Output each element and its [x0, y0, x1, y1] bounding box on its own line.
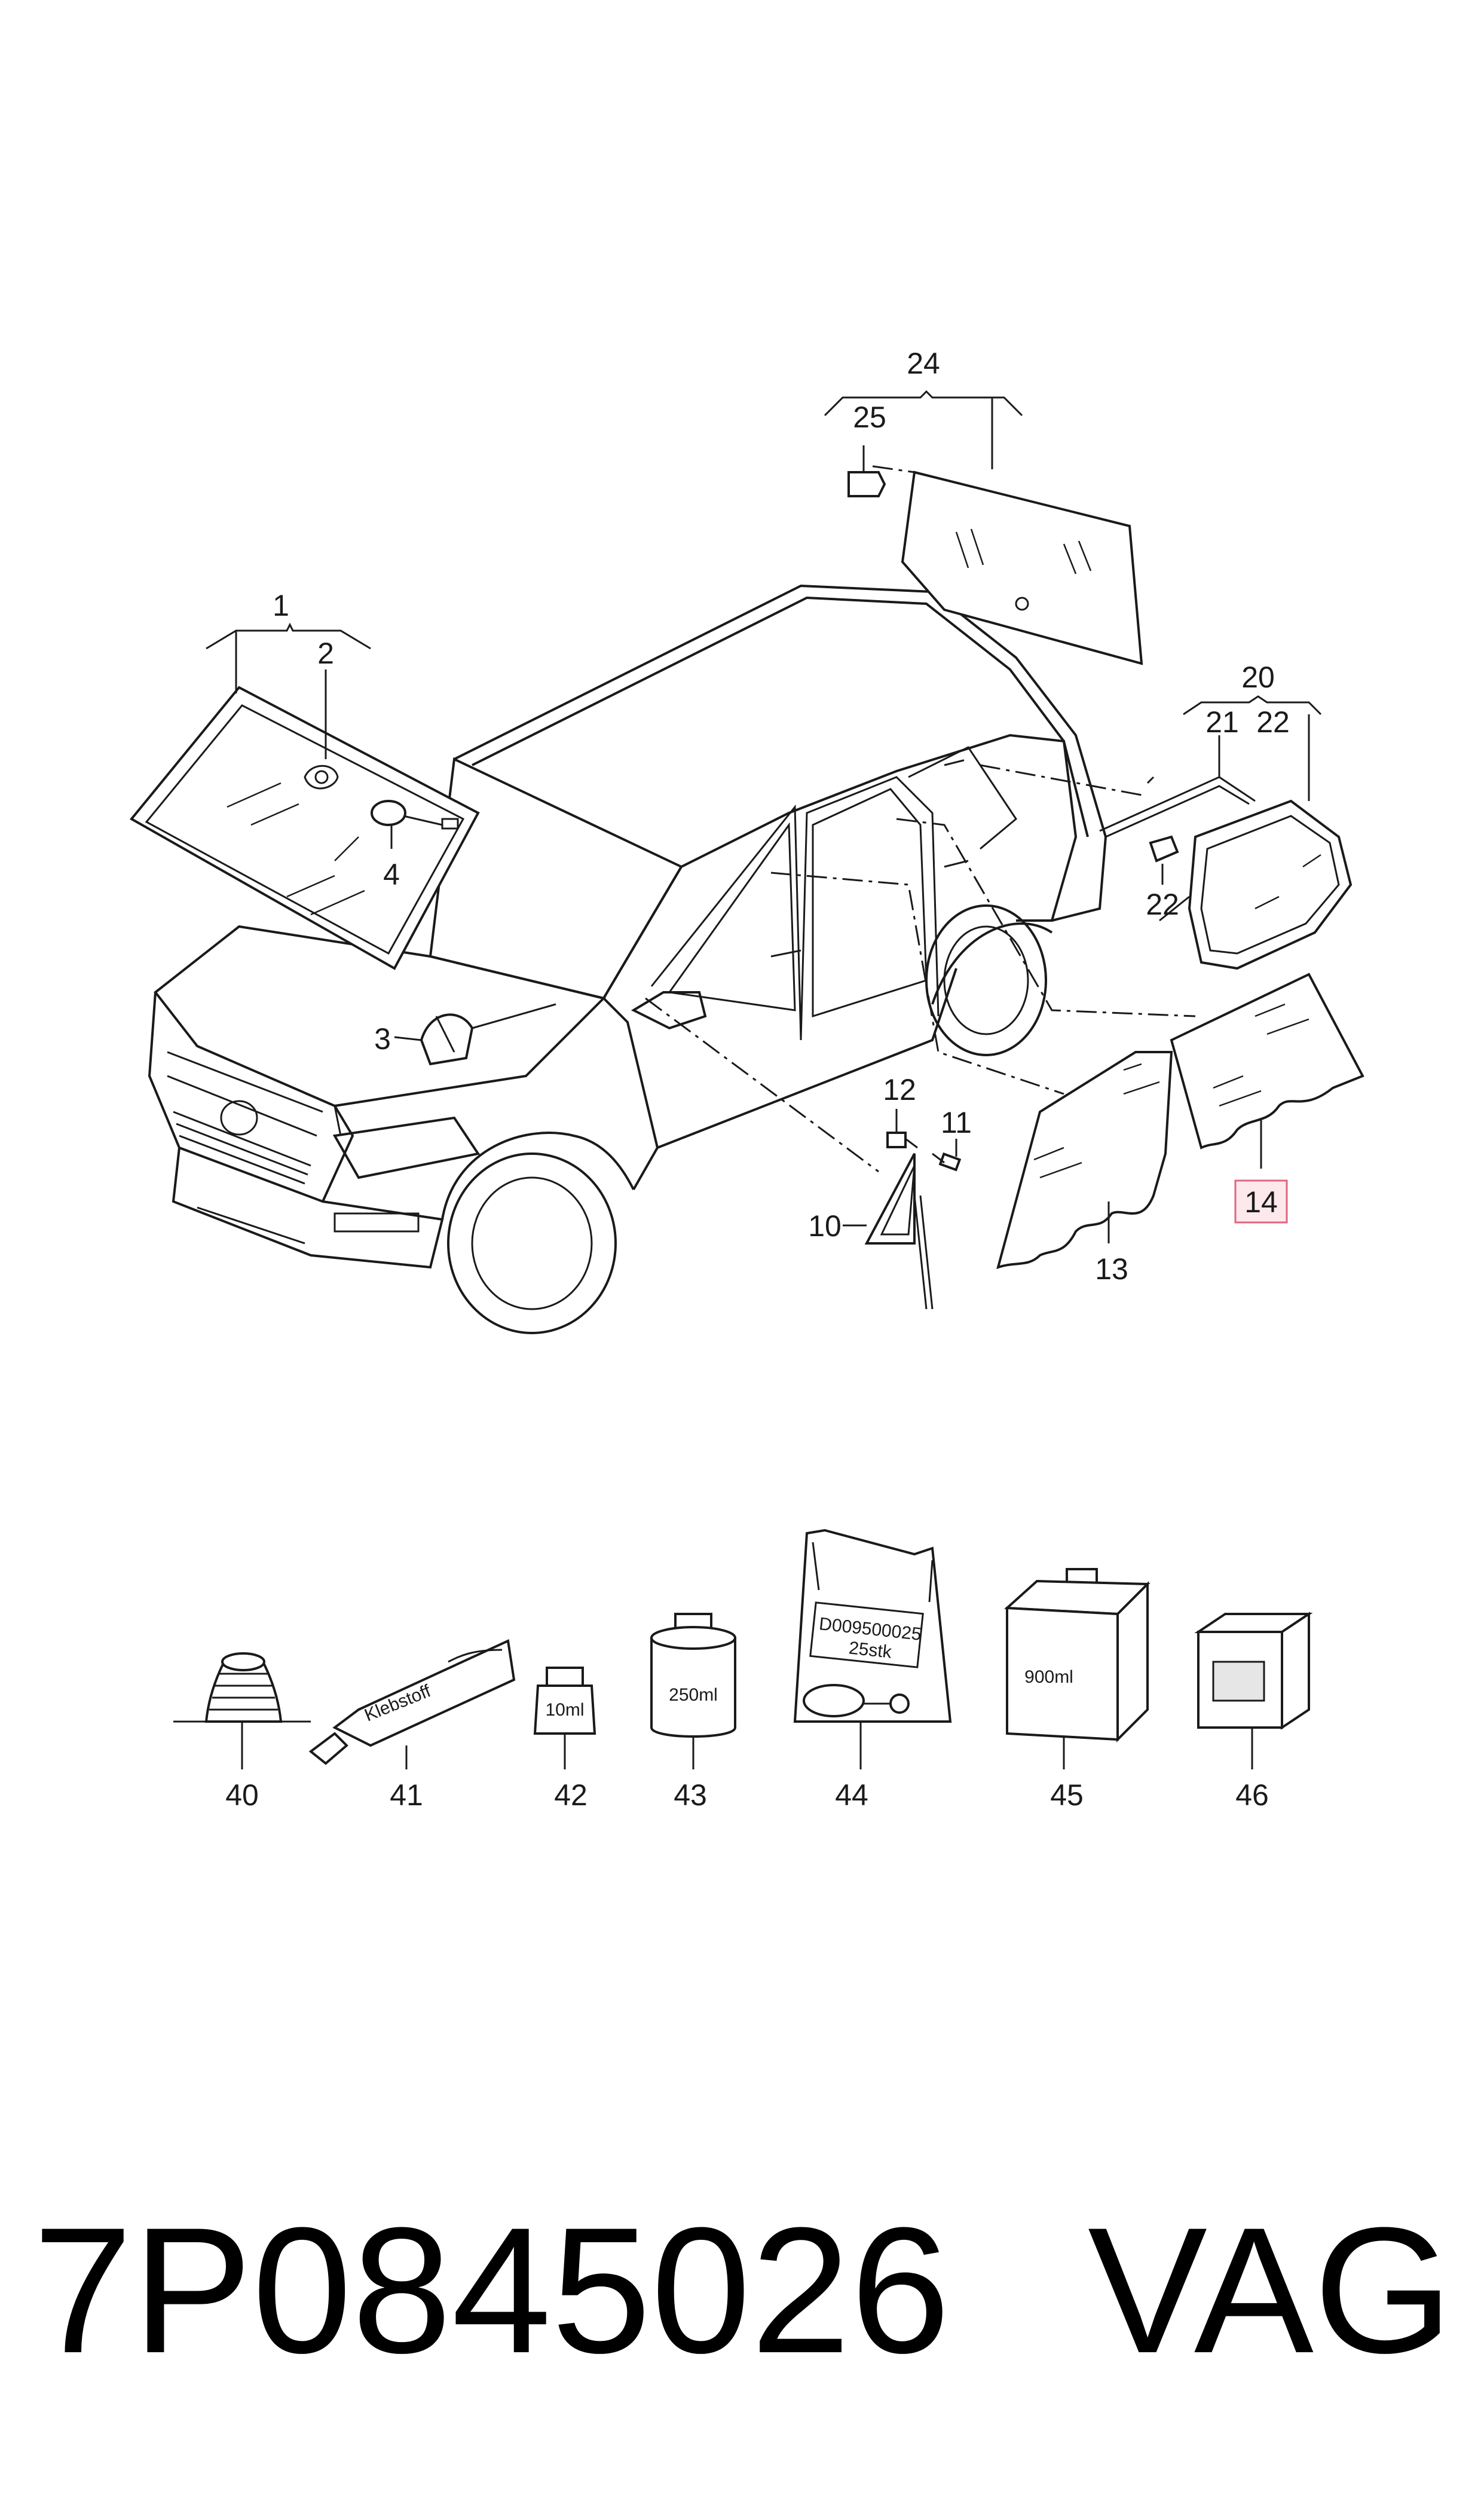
callout-25: 25	[853, 401, 886, 434]
callout-numbers: 1 2 4 3 24 25 20 21 22 22 12 11 10 13 14	[273, 347, 1290, 1286]
callout-24: 24	[907, 347, 940, 380]
callout-2: 2	[317, 637, 334, 670]
clip-bag-part: D009500025 25stk	[793, 1528, 952, 1769]
sealing-cone-part	[173, 1652, 311, 1769]
callout-11: 11	[941, 1106, 972, 1139]
callout-43: 43	[674, 1778, 707, 1812]
callout-14: 14	[1244, 1185, 1278, 1219]
cleaning-box-part	[1194, 1612, 1313, 1769]
front-door-glass	[996, 1051, 1173, 1270]
callout-14-highlight: 14	[1234, 1179, 1288, 1224]
footer: 7P0845026 VAG	[33, 2190, 1453, 2390]
retainer-clip-part	[1149, 835, 1179, 863]
callout-4: 4	[383, 858, 400, 891]
adhesive-tube-part: Klebstoff	[308, 1639, 516, 1769]
clip-part-25	[847, 471, 886, 497]
screw-part-11	[932, 1152, 962, 1172]
callout-45: 45	[1050, 1778, 1084, 1812]
vent-glass-part	[864, 1153, 934, 1310]
callout-13: 13	[1095, 1252, 1128, 1286]
accessories-row: Klebstoff 10ml 250ml D009500025 25stk	[173, 1528, 1313, 1812]
callout-41: 41	[390, 1778, 423, 1812]
bag-label-line2: 25stk	[848, 1638, 894, 1662]
callout-40: 40	[225, 1778, 259, 1812]
jug900-label: 900ml	[1024, 1667, 1073, 1687]
callout-leaders	[206, 390, 1322, 1243]
vehicle-illustration	[148, 584, 1107, 1334]
callout-46: 46	[1235, 1778, 1269, 1812]
callout-42: 42	[554, 1778, 588, 1812]
camera-bracket-part	[420, 1003, 556, 1066]
callout-3: 3	[374, 1022, 391, 1056]
assignment-lines	[645, 465, 1196, 1173]
can250-label: 250ml	[669, 1685, 718, 1705]
bottle10-label: 10ml	[545, 1700, 584, 1720]
small-bottle-part: 10ml	[533, 1667, 596, 1769]
callout-12: 12	[883, 1073, 916, 1106]
brand-name: VAG	[1088, 2190, 1453, 2390]
mirror-base-part	[371, 800, 459, 830]
callout-1: 1	[273, 589, 289, 622]
primer-can-part: 250ml	[650, 1613, 736, 1769]
rear-window-glass	[901, 470, 1143, 665]
callout-21: 21	[1205, 705, 1239, 739]
windshield-glass	[129, 686, 480, 970]
callout-22-lower: 22	[1146, 888, 1179, 921]
rain-sensor-part	[304, 765, 339, 790]
nut-part-12	[886, 1132, 918, 1149]
quarter-glass-assembly	[1099, 776, 1353, 970]
rear-door-glass	[1170, 973, 1364, 1150]
callout-22-upper: 22	[1256, 705, 1290, 739]
callout-44: 44	[835, 1778, 868, 1812]
cleaner-jug-part: 900ml	[1004, 1568, 1151, 1769]
part-number: 7P0845026	[33, 2190, 950, 2390]
callout-20: 20	[1241, 661, 1275, 694]
callout-10: 10	[808, 1209, 842, 1243]
